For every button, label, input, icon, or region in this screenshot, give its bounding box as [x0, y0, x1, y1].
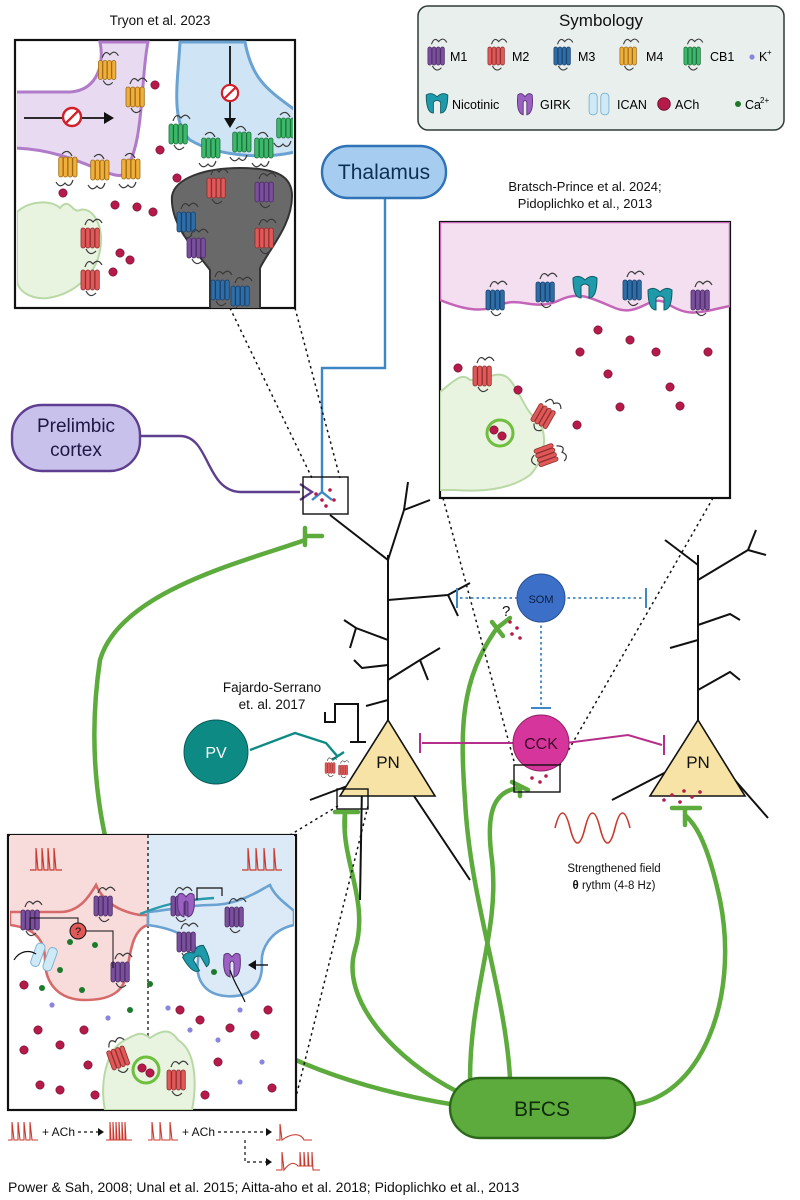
cck-label: CCK [524, 736, 558, 753]
inset-tryon [13, 38, 297, 310]
pv-cell: PV [183, 719, 249, 785]
legend-k: K [759, 50, 768, 64]
som-ach-puncta [508, 620, 522, 640]
legend-ca: Ca [745, 98, 761, 112]
symbology-legend: Symbology M1 M2 M3 M4 CB1 K + Nicotinic … [417, 5, 785, 131]
citation-bratsch-1: Bratsch-Prince et al. 2024; [508, 179, 661, 194]
prelimbic-node: Prelimbic cortex [10, 403, 142, 473]
som-label: SOM [528, 594, 553, 606]
legend-k-sup: + [767, 48, 772, 57]
inset-power-sah: ? [6, 833, 298, 1112]
legend-ach: ACh [675, 98, 699, 112]
question-mark: ? [502, 603, 510, 620]
pn-left-cell: PN [338, 718, 437, 797]
thalamus-node: Thalamus [320, 144, 448, 200]
legend-ca-sup: 2+ [760, 96, 769, 105]
legend-m4: M4 [646, 50, 663, 64]
prelimbic-label-2: cortex [50, 440, 102, 461]
legend-nicotinic: Nicotinic [452, 98, 499, 112]
svg-text:?: ? [75, 926, 81, 938]
citation-fajardo-1: Fajardo-Serrano [223, 680, 321, 695]
legend-girk: GIRK [540, 98, 571, 112]
pn-right-label: PN [686, 753, 710, 772]
legend-m1: M1 [450, 50, 467, 64]
som-cell: SOM [516, 573, 566, 623]
trace-ach-1: + ACh [42, 1125, 75, 1139]
pn-left-label: PN [376, 753, 400, 772]
theta-line1: Strengthened field [567, 863, 660, 875]
legend-m3: M3 [578, 50, 595, 64]
cck-cell: CCK [512, 714, 570, 772]
pn-left-dendrites [309, 481, 471, 901]
prelimbic-label-1: Prelimbic [37, 416, 115, 437]
trace-ach-2: + ACh [182, 1125, 215, 1139]
thalamus-label: Thalamus [338, 161, 430, 184]
zoom-box-thalamic-terminal [302, 476, 349, 515]
inset-bratsch [438, 220, 732, 500]
legend-m2: M2 [512, 50, 529, 64]
theta-line2: θ rythm (4-8 Hz) [573, 880, 656, 892]
citation-bottom: Power & Sah, 2008; Unal et al. 2015; Ait… [8, 1179, 520, 1195]
legend-ican: ICAN [617, 98, 647, 112]
firing-traces [8, 1121, 320, 1172]
zoom-box-cck [513, 764, 561, 793]
legend-cb1: CB1 [710, 50, 734, 64]
bfcs-label: BFCS [514, 1098, 570, 1121]
pn-right-cell: PN [648, 718, 747, 797]
zoom-box-pv-terminal [336, 788, 369, 810]
bfcs-node: BFCS [448, 1076, 637, 1140]
citation-bratsch-2: Pidoplichko et al., 2013 [518, 196, 652, 211]
pv-label: PV [205, 745, 227, 762]
citation-tryon: Tryon et al. 2023 [110, 13, 211, 28]
theta-wave [554, 812, 631, 844]
citation-fajardo-2: et. al. 2017 [239, 697, 306, 712]
legend-title: Symbology [559, 11, 644, 30]
